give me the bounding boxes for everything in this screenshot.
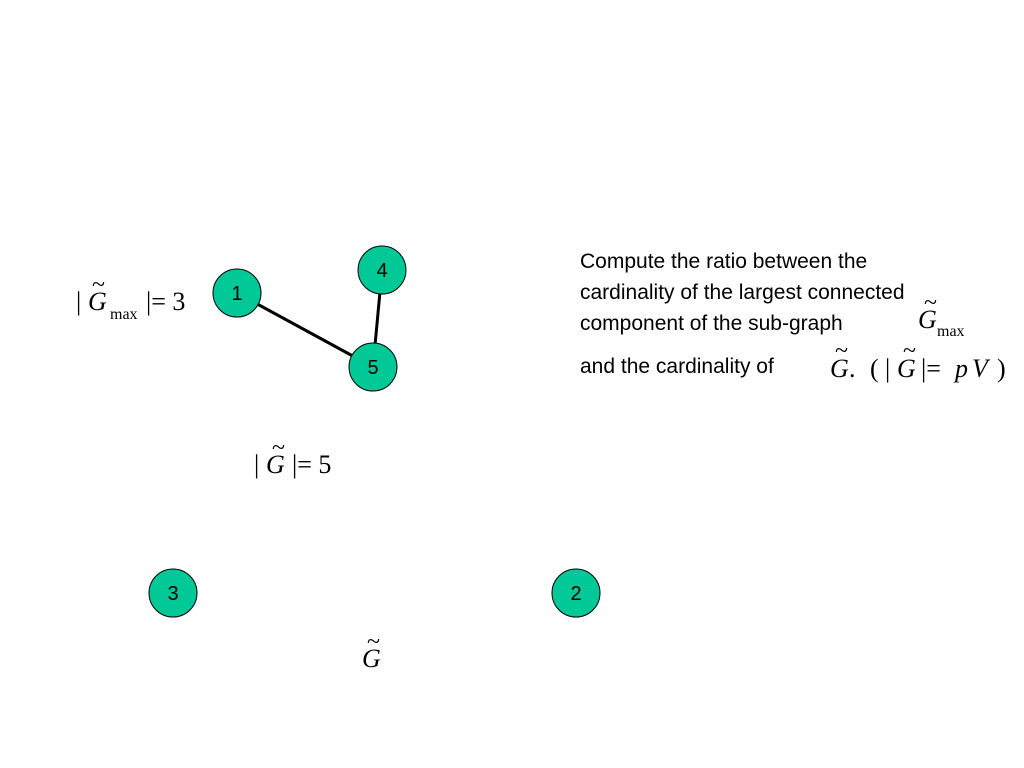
g-symbol: G [266,450,285,479]
desc-paren-open: ( [870,354,879,383]
gmax-tilde: ~ [92,272,105,298]
g-cardinality-formula: | ~ G |= 5 [254,435,331,479]
description-line-4: and the cardinality of [580,355,774,378]
desc-eq: |= [921,354,941,383]
g-value: |= 5 [292,450,331,479]
desc-p: p [953,354,968,383]
graph-label-symbol: G [362,644,381,673]
node-5-label: 5 [367,357,378,379]
node-2: 2 [551,568,601,618]
description-text: Compute the ratio between the cardinalit… [580,246,1000,339]
description-line-1: Compute the ratio between the [580,250,868,273]
node-5: 5 [348,342,398,392]
graph-label-tilde: ~ [367,629,380,655]
desc-v: V [972,354,991,383]
g-open-bar: | [254,450,259,479]
gmax-open-bar: | [76,287,81,316]
node-2-label: 2 [570,583,581,605]
desc-g-math: ~ G . ( | ~ G |= p V ) [830,338,1006,383]
desc-gmax-tilde: ~ [924,290,937,316]
desc-g2-symbol: G [897,354,916,383]
desc-paren-close: ) [997,354,1006,383]
node-1: 1 [212,268,262,318]
graph-label: ~ G [362,629,381,673]
node-3: 3 [148,568,198,618]
node-4: 4 [357,245,407,295]
desc-g-dot: . [849,354,856,383]
description-line-2: cardinality of the largest connected [580,281,905,304]
node-3-label: 3 [167,583,178,605]
gmax-symbol: G [88,287,107,316]
description-line-3: component of the sub-graph [580,312,843,335]
desc-g-tilde: ~ [835,338,848,364]
node-4-label: 4 [376,260,387,282]
desc-gmax-subscript: max [937,323,965,340]
gmax-value: |= 3 [146,287,185,316]
edge-1-5 [236,291,374,369]
desc-g2-tilde: ~ [903,338,916,364]
gmax-cardinality-formula: | ~ G max |= 3 [76,272,185,323]
desc-gmax-symbol: G [918,305,937,334]
desc-gmax-math: ~ G max [918,290,965,340]
desc-bar-open: | [885,354,890,383]
node-1-label: 1 [231,283,242,305]
g-tilde: ~ [272,435,285,461]
desc-g-symbol: G [830,354,849,383]
gmax-subscript: max [110,306,138,323]
